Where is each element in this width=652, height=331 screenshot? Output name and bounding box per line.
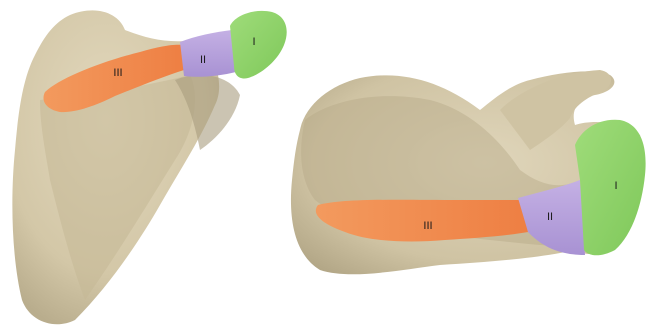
region-label-III-left: III [113, 67, 122, 79]
region-label-I-left: I [252, 36, 255, 48]
spine-region-II-left [180, 30, 236, 77]
region-label-III-right: III [423, 220, 432, 232]
scapula-posterior-view: III II I [12, 10, 286, 324]
region-label-II-left: II [200, 54, 206, 66]
scapula-superior-view: III II I [291, 70, 646, 274]
acromion-region-I-left [230, 11, 287, 79]
acromion-region-I-right [575, 120, 646, 256]
region-label-I-right: I [614, 180, 617, 192]
region-label-II-right: II [547, 211, 553, 223]
